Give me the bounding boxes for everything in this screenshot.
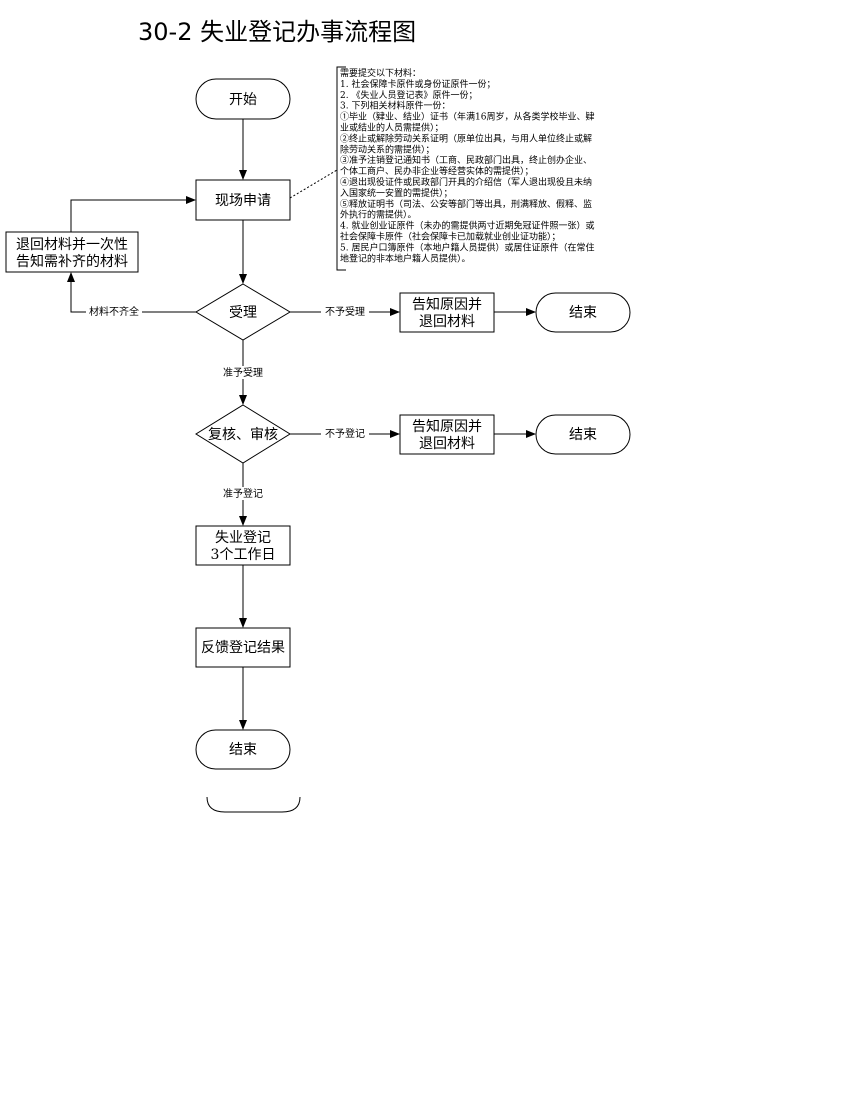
review-decision: 复核、审核 <box>195 404 291 464</box>
edge-label-bg <box>218 366 268 379</box>
end3-label: 结束 <box>229 742 257 758</box>
notify1-line1: 告知原因并 <box>412 296 482 313</box>
apply-label: 现场申请 <box>215 193 271 209</box>
accept-label: 受理 <box>229 305 257 321</box>
return-materials-line2: 告知需补齐的材料 <box>16 253 128 270</box>
edge-incomplete <box>67 272 196 313</box>
end1-label: 结束 <box>569 305 597 321</box>
end-node-1: 结束 <box>535 292 631 333</box>
feedback-label: 反馈登记结果 <box>201 640 285 656</box>
register-node: 失业登记 3个工作日 <box>195 525 291 566</box>
note-line: ⑤释放证明书（司法、公安等部门等出具，刑满释放、假释、监 <box>340 198 592 210</box>
note-line: ①毕业（肄业、结业）证书（年满16周岁，从各类学校毕业、肄 <box>340 111 594 123</box>
edge-label-bg <box>86 305 142 318</box>
note-line: ④退出现役证件或民政部门开具的介绍信（军人退出现役且未纳 <box>340 176 592 188</box>
note-line: 地登记的非本地户籍人员提供）。 <box>340 252 471 264</box>
start-node: 开始 <box>195 78 291 120</box>
edge-label-incomplete: 材料不齐全 <box>89 305 139 318</box>
register-line1: 失业登记 <box>215 530 271 546</box>
notify2-line1: 告知原因并 <box>412 418 482 435</box>
edge-label-accepted: 准予受理 <box>223 367 263 379</box>
end-node-3: 结束 <box>195 729 291 770</box>
note-line: 需要提交以下材料： <box>340 67 421 79</box>
start-label: 开始 <box>229 92 257 108</box>
note-line: 1. 社会保障卡原件或身份证原件一份； <box>340 78 495 90</box>
notify-node-1: 告知原因并 退回材料 <box>399 292 495 333</box>
note-text: 需要提交以下材料：1. 社会保障卡原件或身份证原件一份；2. 《失业人员登记表》… <box>340 67 594 264</box>
note-line: 2. 《失业人员登记表》原件一份； <box>340 89 477 101</box>
register-line2: 3个工作日 <box>211 547 276 563</box>
note-line: 3. 下列相关材料原件一份： <box>340 100 450 112</box>
note-line: 业或结业的人员需提供）； <box>340 122 444 134</box>
notify2-line2: 退回材料 <box>419 436 475 452</box>
notify-node-2: 告知原因并 退回材料 <box>399 414 495 455</box>
end-node-2: 结束 <box>535 414 631 455</box>
apply-node: 现场申请 <box>195 179 291 221</box>
edge-label-bg <box>321 305 369 318</box>
note-line: 除劳动关系的需提供）； <box>340 143 435 155</box>
note-line: 外执行的需提供）。 <box>340 209 417 221</box>
note-line: ②终止或解除劳动关系证明（原单位出具，与用人单位终止或解 <box>340 132 592 144</box>
note-line: 个体工商户、民办非企业等经营实体的需提供）； <box>340 165 534 177</box>
return-materials-node: 退回材料并一次性 告知需补齐的材料 <box>5 231 139 273</box>
review-label: 复核、审核 <box>208 426 278 443</box>
note-connector <box>289 169 338 199</box>
end2-label: 结束 <box>569 427 597 443</box>
edge-label-not-accepted: 不予受理 <box>325 306 365 318</box>
return-materials-line1: 退回材料并一次性 <box>16 237 128 253</box>
materials-note: 需要提交以下材料：1. 社会保障卡原件或身份证原件一份；2. 《失业人员登记表》… <box>336 66 594 271</box>
edge-label-not-registered: 不予登记 <box>325 427 365 440</box>
edge-label-bg <box>321 427 369 440</box>
feedback-node: 反馈登记结果 <box>195 627 291 668</box>
partial-terminator-shape <box>206 796 301 813</box>
note-line: 4. 就业创业证原件（未办的需提供两寸近期免冠证件照一张）或 <box>340 220 594 232</box>
note-line: 社会保障卡原件（社会保障卡已加载就业创业证功能）； <box>340 230 561 242</box>
note-line: 入国家统一安置的需提供）； <box>340 187 453 199</box>
notify1-line2: 退回材料 <box>419 314 475 330</box>
page-title: 30-2 失业登记办事流程图 <box>138 18 416 46</box>
note-line: ③准予注销登记通知书（工商、民政部门出具，终止创办企业、 <box>340 154 592 166</box>
note-line: 5. 居民户口簿原件（本地户籍人员提供）或居住证原件（在常住 <box>340 241 594 253</box>
accept-decision: 受理 <box>195 283 291 341</box>
edge-return-apply <box>70 196 196 232</box>
edge-label-bg <box>218 487 268 500</box>
edge-label-registered: 准予登记 <box>223 487 263 500</box>
